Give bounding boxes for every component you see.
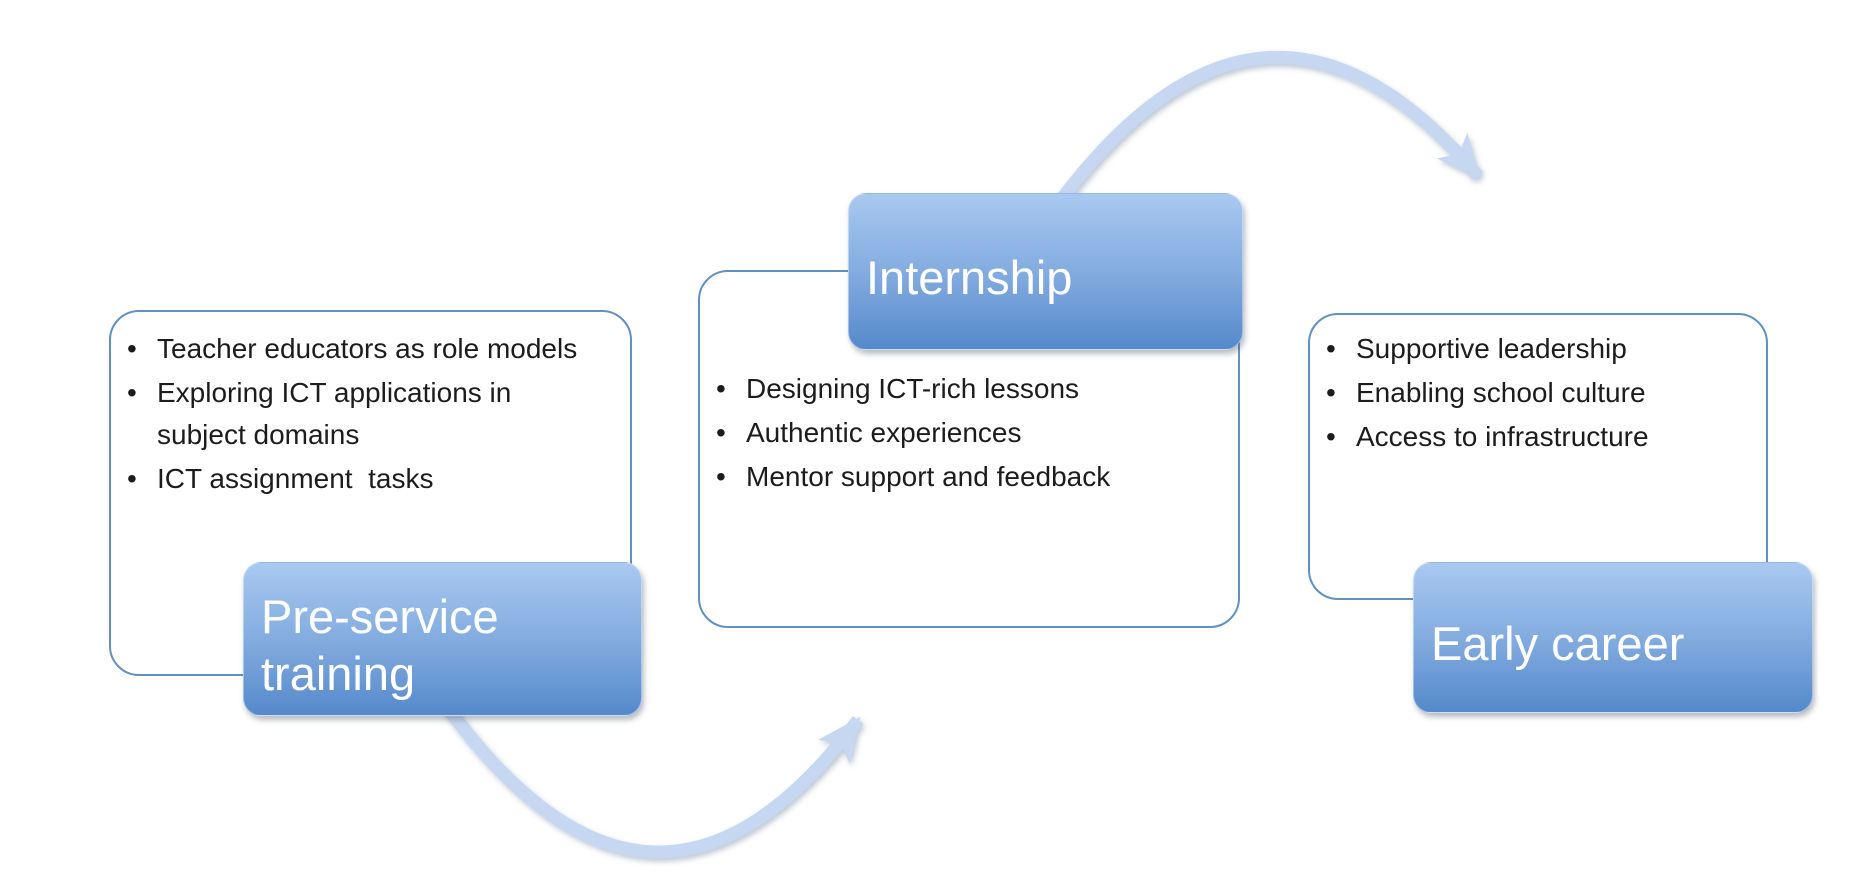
curved-arrow-pre-service-to-internship (442, 704, 864, 859)
curved-arrow-internship-to-early-career (1046, 50, 1483, 216)
stage-title: Pre-service training (261, 590, 499, 700)
stage-title: Early career (1431, 617, 1685, 670)
bullet-item: Teacher educators as role models (111, 328, 607, 370)
bullet-list-internship: Designing ICT-rich lessons Authentic exp… (700, 272, 1238, 498)
stage-label-internship: Internship (848, 193, 1243, 350)
bullet-item: Authentic experiences (700, 412, 1228, 454)
bullet-item: Exploring ICT applications in subject do… (111, 372, 607, 456)
bullet-list-pre-service: Teacher educators as role models Explori… (111, 312, 630, 500)
stage-label-pre-service: Pre-service training (243, 562, 642, 716)
bullet-item: Designing ICT-rich lessons (700, 368, 1228, 410)
stage-label-early-career: Early career (1413, 562, 1813, 713)
stage-card-pre-service: Teacher educators as role models Explori… (109, 310, 632, 676)
stage-title: Internship (866, 251, 1073, 304)
bullet-item: Enabling school culture (1310, 372, 1756, 414)
bullet-item: ICT assignment tasks (111, 458, 607, 500)
bullet-item: Access to infrastructure (1310, 416, 1756, 458)
bullet-item: Mentor support and feedback (700, 456, 1228, 498)
bullet-list-early-career: Supportive leadership Enabling school cu… (1310, 315, 1766, 458)
bullet-item: Supportive leadership (1310, 328, 1756, 370)
stage-card-early-career: Supportive leadership Enabling school cu… (1308, 313, 1768, 600)
